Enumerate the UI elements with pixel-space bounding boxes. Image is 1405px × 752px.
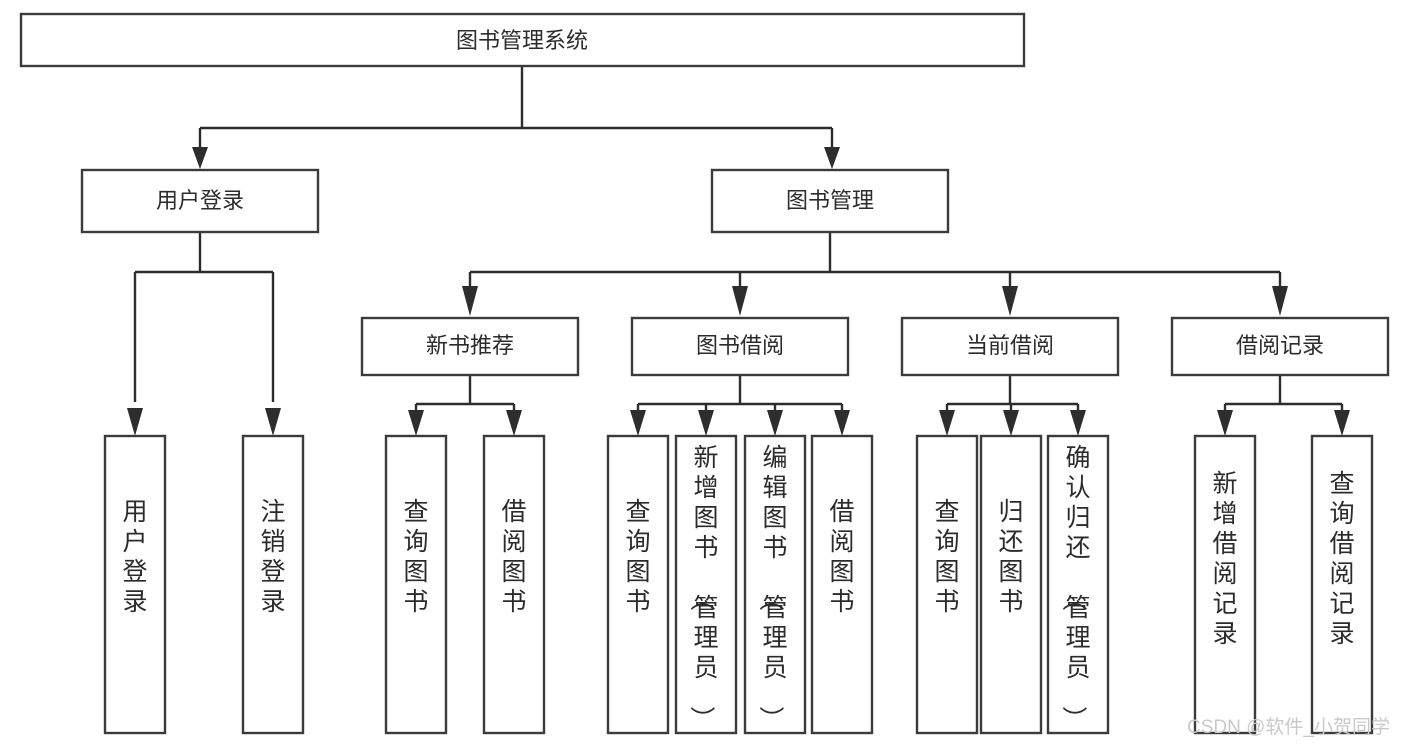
arrow-nb-to-leaf-1 xyxy=(408,410,424,436)
arrow-br-to-leaf-2 xyxy=(1334,410,1350,436)
node-book-manage-box xyxy=(710,168,950,234)
node-book-borrow-box xyxy=(630,316,850,377)
node-leaf-borrow-book-2-box xyxy=(810,434,874,735)
arrow-bm-to-new-book xyxy=(462,286,478,316)
node-leaf-logout-login-label: 注销登录 xyxy=(260,498,285,616)
arrow-bb-to-leaf-3 xyxy=(767,410,783,436)
node-leaf-query-book-3-label: 查询图书 xyxy=(934,498,959,616)
node-new-book-recommend-box xyxy=(360,316,580,377)
node-borrow-record[interactable]: 借阅记录 xyxy=(1170,316,1390,377)
node-book-manage-label: 图书管理 xyxy=(786,188,874,213)
connector-user-login-bus xyxy=(133,232,275,402)
node-leaf-query-record[interactable]: 查询借阅记录 xyxy=(1310,434,1374,735)
node-leaf-borrow-book-2-label: 借阅图书 xyxy=(829,498,854,616)
arrow-bm-to-borrow-record xyxy=(1272,286,1288,316)
node-leaf-return-book-label: 归还图书 xyxy=(998,498,1023,616)
node-book-borrow[interactable]: 图书借阅 xyxy=(630,316,850,377)
arrow-bm-to-book-borrow xyxy=(732,286,748,316)
node-leaf-logout-login-box xyxy=(241,434,305,735)
node-leaf-edit-book-box xyxy=(743,434,807,735)
node-leaf-confirm-return[interactable]: 确认归还（管理员） xyxy=(1046,434,1110,735)
node-leaf-return-book[interactable]: 归还图书 xyxy=(979,434,1043,735)
arrow-cb-to-leaf-3 xyxy=(1070,410,1086,436)
node-root-label: 图书管理系统 xyxy=(456,28,588,53)
node-current-borrow-box xyxy=(900,316,1120,377)
node-borrow-record-label: 借阅记录 xyxy=(1236,333,1324,358)
connector-book-manage-bus xyxy=(468,232,1282,288)
node-root[interactable]: 图书管理系统 xyxy=(19,12,1026,68)
connector-root-bus xyxy=(198,66,834,152)
node-user-login-box xyxy=(80,168,320,234)
arrow-bb-to-leaf-4 xyxy=(834,410,850,436)
node-new-book-recommend-label: 新书推荐 xyxy=(426,333,514,358)
node-leaf-return-book-box xyxy=(979,434,1043,735)
connector-current-borrow-bus xyxy=(945,375,1080,414)
connector-borrow-record-bus xyxy=(1223,375,1344,414)
arrow-root-to-book-manage xyxy=(824,147,840,169)
node-leaf-query-book-2-label: 查询图书 xyxy=(625,498,650,616)
node-book-borrow-label: 图书借阅 xyxy=(696,333,784,358)
node-leaf-add-book[interactable]: 新增图书（管理员） xyxy=(674,434,738,735)
arrow-cb-to-leaf-1 xyxy=(939,410,955,436)
arrow-nb-to-leaf-2 xyxy=(506,410,522,436)
arrow-user-login-to-leaf-2 xyxy=(265,408,281,436)
arrow-bb-to-leaf-2 xyxy=(698,410,714,436)
node-current-borrow-label: 当前借阅 xyxy=(966,333,1054,358)
node-leaf-borrow-book-1-box xyxy=(482,434,546,735)
node-leaf-edit-book[interactable]: 编辑图书（管理员） xyxy=(743,434,807,735)
node-leaf-logout-login[interactable]: 注销登录 xyxy=(241,434,305,735)
node-leaf-query-record-box xyxy=(1310,434,1374,735)
node-user-login-label: 用户登录 xyxy=(156,188,244,213)
arrow-bm-to-current-borrow xyxy=(1002,286,1018,316)
node-leaf-borrow-book-2[interactable]: 借阅图书 xyxy=(810,434,874,735)
node-leaf-query-book-2-box xyxy=(606,434,670,735)
arrow-br-to-leaf-1 xyxy=(1217,410,1233,436)
node-borrow-record-box xyxy=(1170,316,1390,377)
node-book-manage[interactable]: 图书管理 xyxy=(710,168,950,234)
node-leaf-confirm-return-box xyxy=(1046,434,1110,735)
arrow-root-to-user-login xyxy=(192,147,208,169)
node-leaf-query-book-1-label: 查询图书 xyxy=(403,498,428,616)
node-leaf-confirm-return-label: 确认归还（管理员） xyxy=(1059,444,1090,731)
node-leaf-add-record-label: 新增借阅记录 xyxy=(1212,470,1237,648)
node-leaf-user-login-label: 用户登录 xyxy=(122,498,147,616)
node-leaf-add-book-label: 新增图书（管理员） xyxy=(687,444,718,731)
node-leaf-add-book-box xyxy=(674,434,738,735)
node-leaf-borrow-book-1[interactable]: 借阅图书 xyxy=(482,434,546,735)
node-current-borrow[interactable]: 当前借阅 xyxy=(900,316,1120,377)
node-user-login[interactable]: 用户登录 xyxy=(80,168,320,234)
node-leaf-query-book-3-box xyxy=(915,434,979,735)
node-leaf-add-record-box xyxy=(1193,434,1257,735)
node-leaf-user-login-box xyxy=(103,434,167,735)
node-leaf-query-record-label: 查询借阅记录 xyxy=(1329,470,1354,648)
arrow-bb-to-leaf-1 xyxy=(630,410,646,436)
node-leaf-query-book-1-box xyxy=(384,434,448,735)
node-leaf-query-book-2[interactable]: 查询图书 xyxy=(606,434,670,735)
node-leaf-add-record[interactable]: 新增借阅记录 xyxy=(1193,434,1257,735)
connector-book-borrow-bus xyxy=(636,375,844,414)
csdn-watermark: CSDN @软件_小贺同学 xyxy=(1187,716,1390,738)
arrow-cb-to-leaf-2 xyxy=(1003,410,1019,436)
leaf-nodes-layer: 用户登录 注销登录 查询图书 借阅图书 查询图书 新增图书（管理员） 编辑图书（… xyxy=(103,434,1374,735)
connector-new-book-bus xyxy=(414,375,516,414)
node-root-box xyxy=(19,12,1026,68)
arrow-user-login-to-leaf-1 xyxy=(127,408,143,436)
connector-layer xyxy=(127,66,1350,436)
node-leaf-query-book-1[interactable]: 查询图书 xyxy=(384,434,448,735)
node-new-book-recommend[interactable]: 新书推荐 xyxy=(360,316,580,377)
node-leaf-user-login[interactable]: 用户登录 xyxy=(103,434,167,735)
node-leaf-query-book-3[interactable]: 查询图书 xyxy=(915,434,979,735)
node-leaf-edit-book-label: 编辑图书（管理员） xyxy=(756,444,787,731)
node-leaf-borrow-book-1-label: 借阅图书 xyxy=(501,498,526,616)
